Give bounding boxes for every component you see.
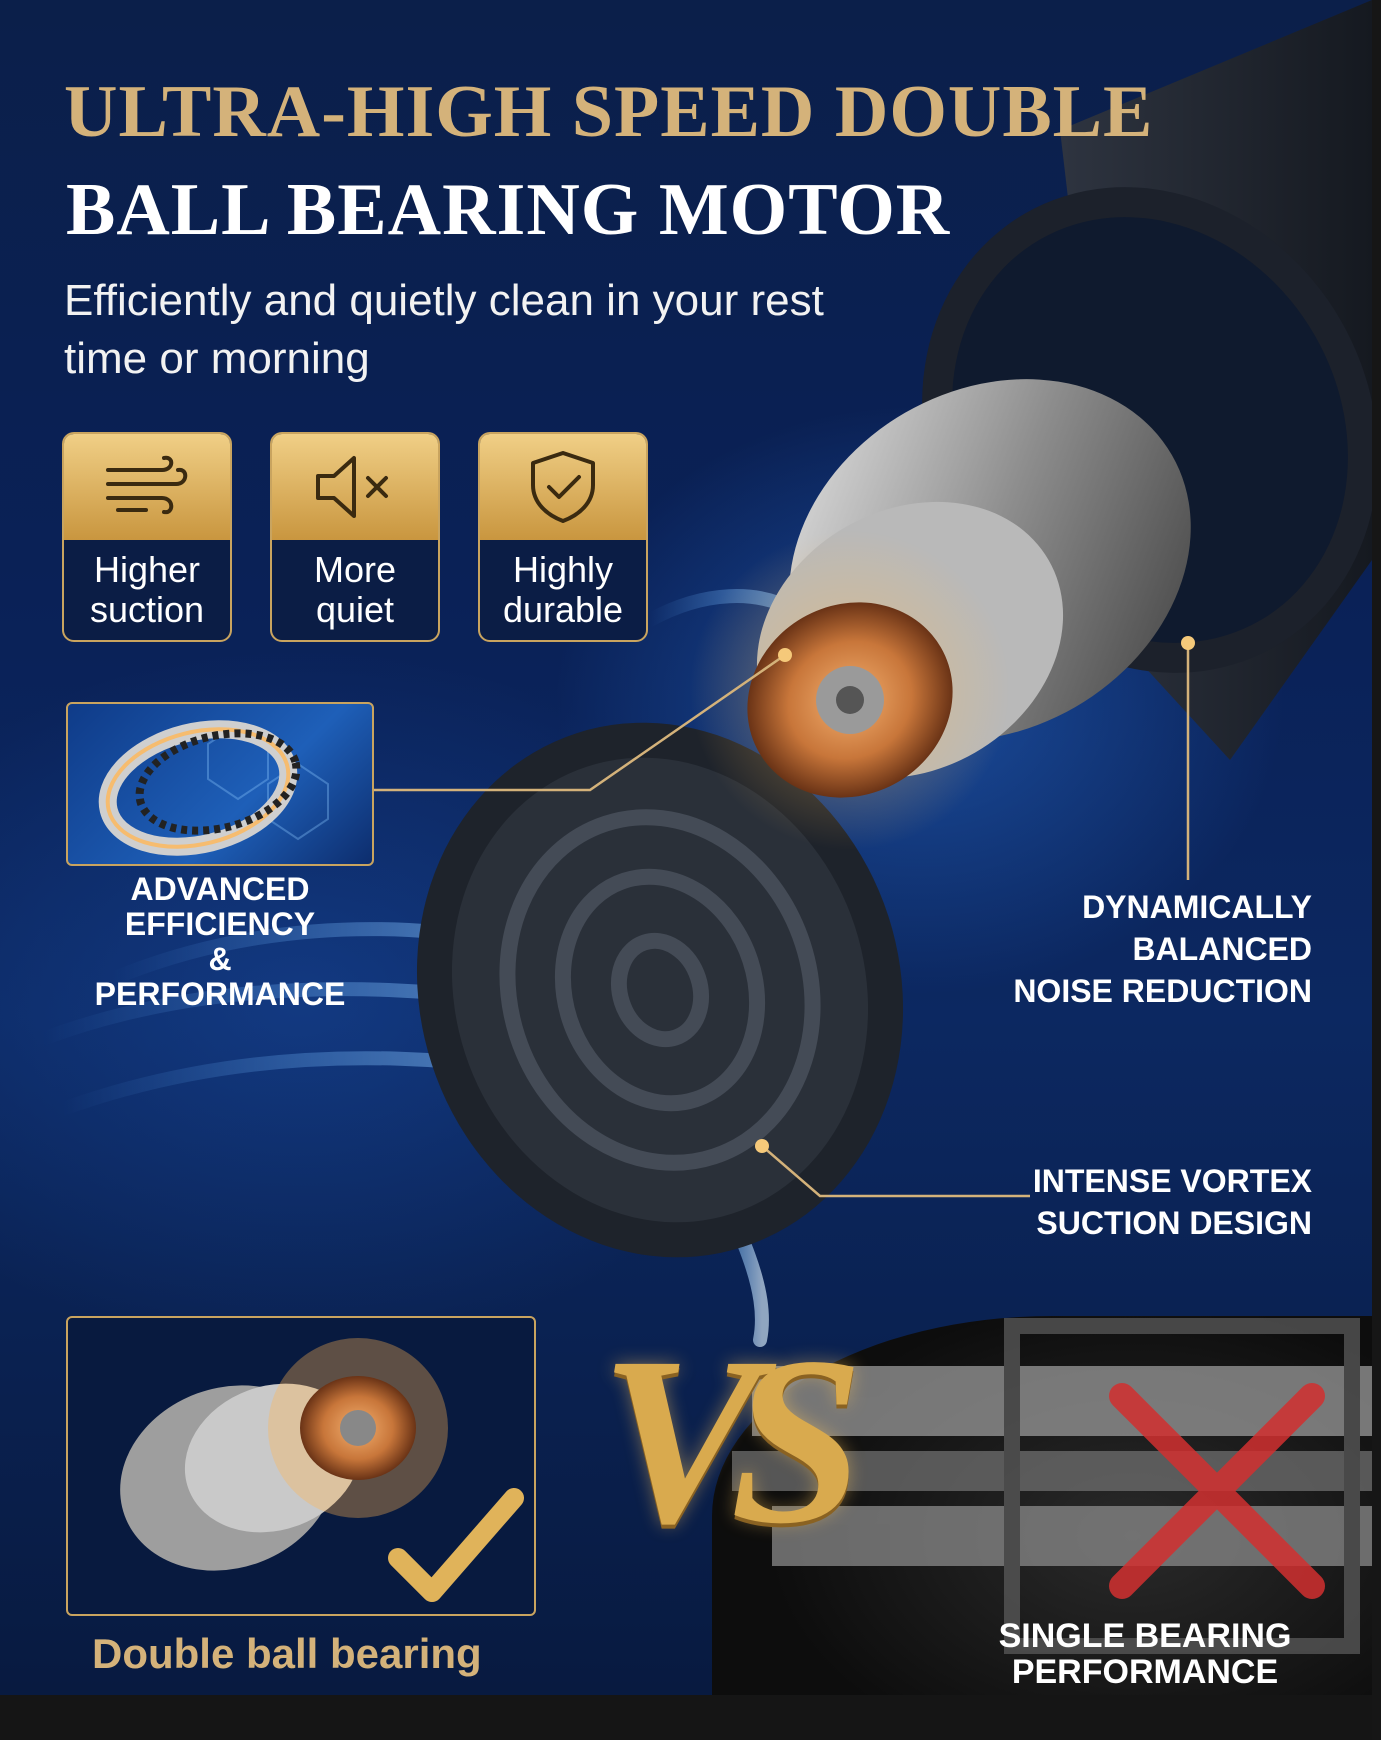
single-bearing-caption: SINGLE BEARING PERFORMANCE bbox=[998, 1617, 1292, 1691]
feature-card-suction: Higher suction bbox=[62, 432, 232, 642]
mute-speaker-icon bbox=[272, 434, 438, 540]
wind-icon bbox=[64, 434, 230, 540]
feature-label-quiet: More quiet bbox=[313, 549, 397, 630]
feature-label-suction: Higher suction bbox=[89, 549, 205, 630]
product-infographic: ULTRA-HIGH SPEED DOUBLE BALL BEARING MOT… bbox=[0, 0, 1372, 1695]
feature-label-durable: Highly durable bbox=[502, 549, 624, 630]
title-line-1: ULTRA-HIGH SPEED DOUBLE bbox=[64, 71, 1154, 153]
callout-vortex-suction: INTENSE VORTEX SUCTION DESIGN bbox=[1032, 1163, 1312, 1241]
right-frame bbox=[1372, 0, 1381, 1740]
bearing-image bbox=[66, 702, 374, 866]
shield-check-icon bbox=[480, 434, 646, 540]
double-bearing-caption: Double ball bearing bbox=[92, 1630, 482, 1677]
single-bearing-panel bbox=[712, 1316, 1372, 1695]
callout-advanced-efficiency: ADVANCED EFFICIENCY & PERFORMANCE bbox=[94, 871, 346, 1012]
bottom-frame bbox=[0, 1695, 1381, 1740]
title-line-2: BALL BEARING MOTOR bbox=[66, 169, 951, 251]
feature-card-quiet: More quiet bbox=[270, 432, 440, 642]
subtitle: Efficiently and quietly clean in your re… bbox=[64, 276, 824, 383]
feature-card-durable: Highly durable bbox=[478, 432, 648, 642]
callout-noise-reduction: DYNAMICALLY BALANCED NOISE REDUCTION bbox=[1013, 889, 1312, 1009]
vs-badge: VS bbox=[600, 1307, 864, 1573]
checkmark-icon bbox=[388, 1488, 524, 1602]
double-bearing-image bbox=[66, 1316, 536, 1616]
red-cross-icon bbox=[1109, 1383, 1325, 1599]
